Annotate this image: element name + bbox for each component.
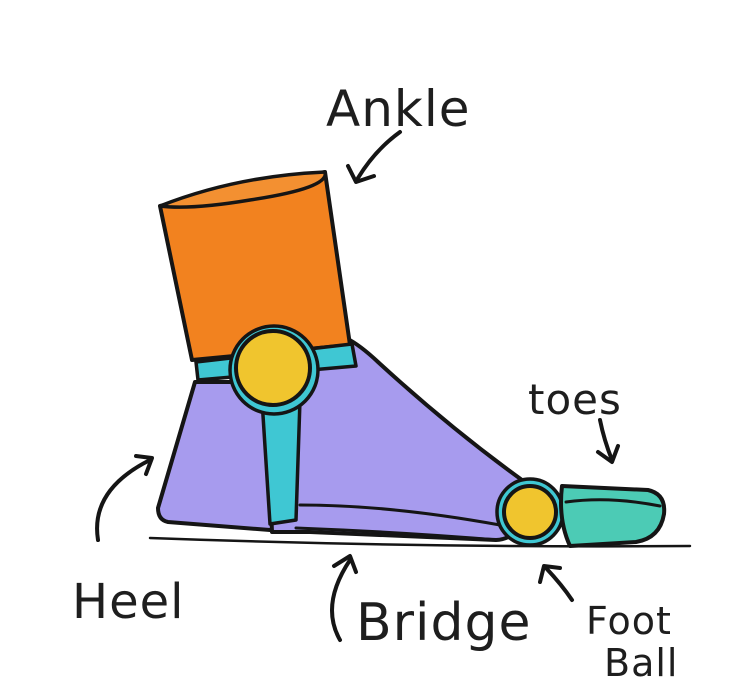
sole-edge xyxy=(294,526,500,542)
heel-arrow xyxy=(95,458,152,542)
bridge-arrow xyxy=(330,558,352,642)
ankle-block-top xyxy=(158,170,327,209)
ankle-label: Ankle xyxy=(326,80,471,138)
toes-label: toes xyxy=(528,375,622,424)
foot-ball-label-line1: Foot xyxy=(586,599,672,643)
sole-bridge xyxy=(298,503,502,527)
ground-line xyxy=(148,536,692,548)
bridge-label: Bridge xyxy=(356,593,532,653)
ankle-arrowhead xyxy=(346,164,376,184)
heel-label: Heel xyxy=(72,574,185,630)
foot-ball-joint xyxy=(502,484,558,540)
toes-arrowhead xyxy=(596,444,620,464)
foot-ball-arrow xyxy=(544,566,574,602)
bridge-arrowhead xyxy=(332,554,358,574)
foot-ball-arrowhead xyxy=(538,564,562,584)
foot-ball-label-line2: Ball xyxy=(604,641,678,685)
toes-arrow xyxy=(598,418,614,462)
heel-arrowhead xyxy=(134,454,154,476)
ankle-arrow xyxy=(356,130,402,180)
toes-top-edge xyxy=(564,498,662,508)
ankle-joint xyxy=(234,329,312,407)
toes-block xyxy=(559,484,667,548)
ankle-strap-vertical xyxy=(260,398,302,526)
